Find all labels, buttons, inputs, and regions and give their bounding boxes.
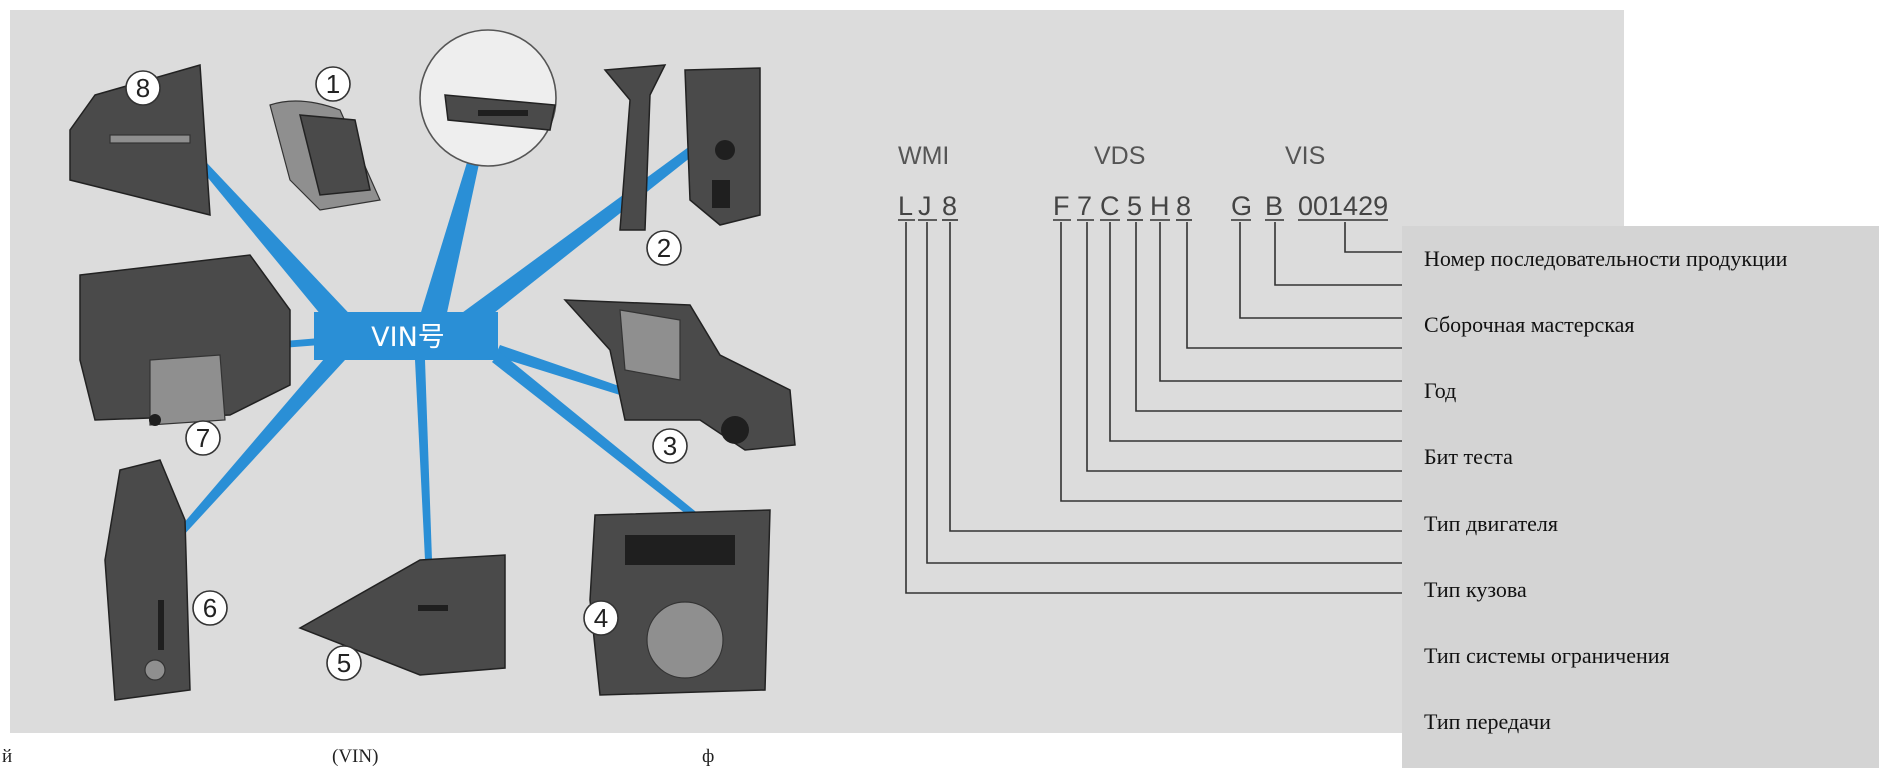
vin-char-8a: 8 bbox=[942, 191, 957, 221]
location-5-number: 5 bbox=[337, 648, 351, 678]
vin-char-8b: 8 bbox=[1176, 191, 1191, 221]
vin-char-b: B bbox=[1265, 191, 1283, 221]
footer-vin-code: (VIN) bbox=[332, 746, 378, 767]
label-restraint-system: Тип системы ограничения bbox=[1424, 643, 1670, 668]
vin-char-f: F bbox=[1053, 191, 1070, 221]
group-vis: VIS bbox=[1285, 142, 1325, 170]
label-check-digit: Бит теста bbox=[1424, 444, 1513, 469]
location-4-number: 4 bbox=[594, 603, 608, 633]
location-8-number: 8 bbox=[136, 73, 150, 103]
location-6-number: 6 bbox=[203, 593, 217, 623]
vin-char-l: L bbox=[898, 191, 913, 221]
location-1-sketch bbox=[270, 101, 380, 210]
label-assembly-plant: Сборочная мастерская bbox=[1424, 312, 1634, 337]
footer-left-text: й bbox=[2, 746, 12, 767]
leader-lines bbox=[906, 222, 1402, 593]
vin-char-serial: 001429 bbox=[1298, 191, 1388, 221]
group-wmi: WMI bbox=[898, 142, 949, 170]
label-transmission-type: Тип передачи bbox=[1424, 709, 1551, 734]
vin-center-label: VIN号 bbox=[371, 322, 445, 353]
location-2-sketch bbox=[605, 65, 760, 230]
label-engine-type: Тип двигателя bbox=[1424, 511, 1558, 536]
location-magnifier bbox=[420, 30, 556, 166]
location-7-sketch bbox=[80, 255, 290, 426]
location-4-sketch bbox=[590, 510, 770, 695]
label-body-type: Тип кузова bbox=[1424, 577, 1527, 602]
label-year: Год bbox=[1424, 378, 1456, 403]
location-3-number: 3 bbox=[663, 431, 677, 461]
location-1-number: 1 bbox=[326, 69, 340, 99]
footer-right-text: ф bbox=[702, 746, 714, 767]
vin-char-c: C bbox=[1100, 191, 1120, 221]
vin-char-5: 5 bbox=[1127, 191, 1142, 221]
location-2-number: 2 bbox=[657, 233, 671, 263]
group-vds: VDS bbox=[1094, 142, 1145, 170]
label-production-sequence: Номер последовательности продукции bbox=[1424, 246, 1788, 271]
vin-char-h: H bbox=[1150, 191, 1170, 221]
vin-char-g: G bbox=[1231, 191, 1252, 221]
vin-char-j: J bbox=[918, 191, 932, 221]
location-7-number: 7 bbox=[196, 423, 210, 453]
location-6-sketch bbox=[105, 460, 190, 700]
vin-char-7: 7 bbox=[1077, 191, 1092, 221]
location-3-sketch bbox=[565, 300, 795, 450]
